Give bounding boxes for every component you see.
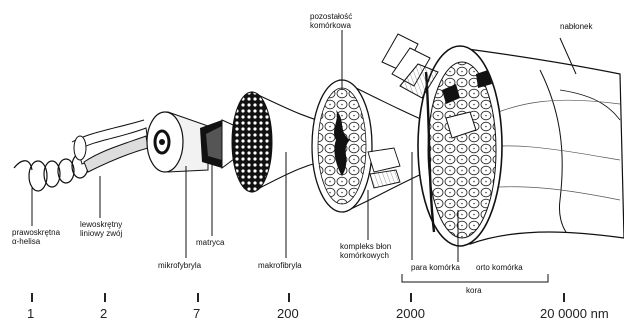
scale-tick-5 (410, 293, 412, 302)
label-matrix: matryca (196, 238, 224, 247)
scale-tick-3 (197, 293, 199, 302)
alpha-helix-coil (14, 154, 88, 191)
scale-value-5: 2000 (396, 306, 425, 321)
label-ortho-cell: orto komórka (476, 263, 523, 272)
label-microfibril: mikrofybryla (158, 261, 201, 270)
microfibril-disc (147, 112, 208, 172)
scale-tick-6 (563, 293, 565, 302)
scale-value-3: 7 (193, 306, 200, 321)
label-alpha-helix: prawoskrętna α-helisa (12, 228, 60, 246)
label-membrane-complex: kompleks błon komórkowych (340, 242, 391, 260)
label-macrofibril: makrofibryla (258, 261, 302, 270)
coiled-coil (72, 120, 148, 172)
label-left-coil: lewoskrętny liniowy zwój (80, 220, 122, 238)
scale-tick-2 (104, 293, 106, 302)
scale-value-4: 200 (277, 306, 299, 321)
label-para-cell: para komórka (411, 263, 460, 272)
scale-tick-4 (288, 293, 290, 302)
hair-cortex (382, 34, 624, 246)
scale-value-2: 2 (100, 306, 107, 321)
scale-tick-1 (31, 293, 33, 302)
label-epithelium: nabłonek (560, 22, 592, 31)
label-cell-remnant: pozostałość komórkowa (310, 12, 352, 30)
label-cortex: kora (466, 286, 482, 295)
scale-value-1: 1 (27, 306, 34, 321)
scale-value-6: 20 0000 nm (540, 306, 609, 321)
